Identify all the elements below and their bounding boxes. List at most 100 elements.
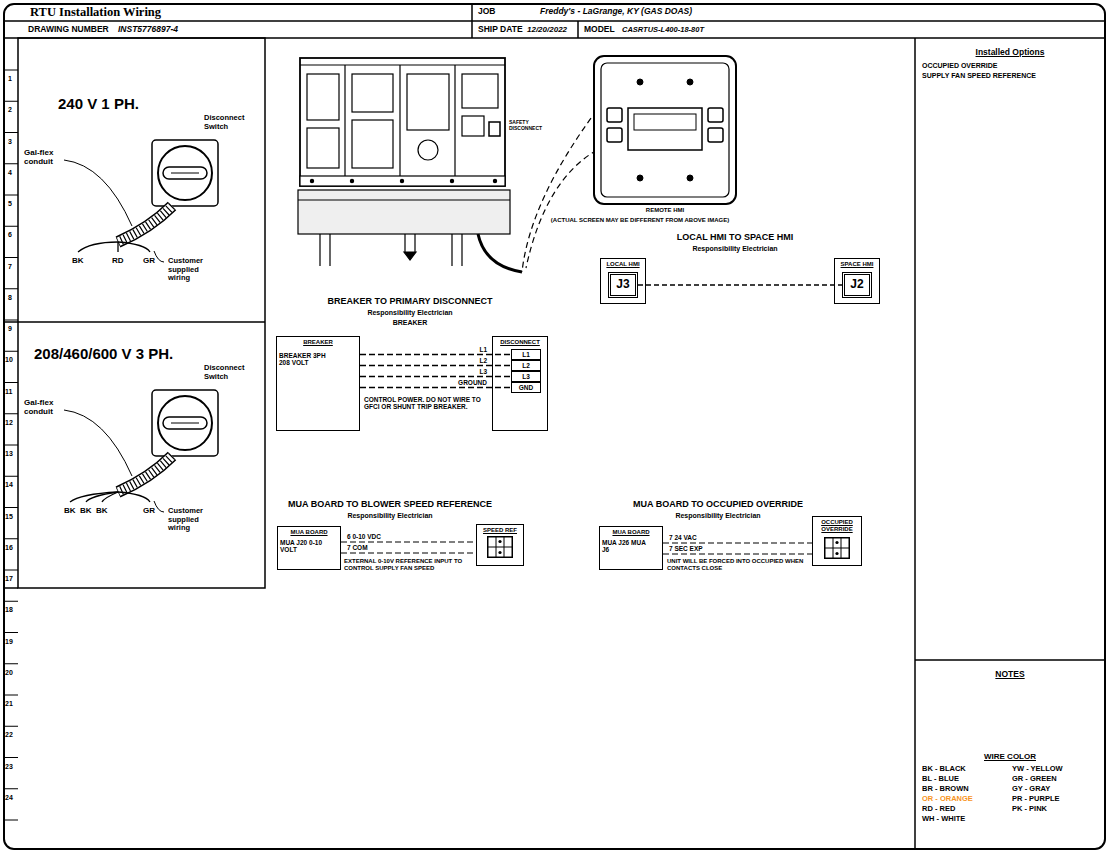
row-tick bbox=[4, 788, 18, 789]
row-tick bbox=[4, 288, 18, 289]
terminal-label: J3 bbox=[616, 278, 629, 292]
leader-line bbox=[526, 150, 597, 268]
terminal-label: L2 bbox=[522, 362, 530, 369]
rail-bolt bbox=[493, 179, 496, 182]
wire bbox=[70, 492, 118, 502]
signal-wire bbox=[341, 552, 476, 553]
grid-line bbox=[577, 21, 579, 38]
node-heading: SPACE HMI bbox=[837, 261, 877, 268]
row-ticks bbox=[4, 70, 18, 820]
switch-dial bbox=[158, 146, 212, 200]
control-board-box: MUA BOARDMUA J26 MUA J6 bbox=[599, 526, 663, 570]
power-conduit bbox=[478, 234, 522, 272]
terminal-frame bbox=[488, 537, 513, 558]
conduit-hatch bbox=[118, 206, 172, 242]
legend-color-key: WH - WHITE bbox=[922, 814, 965, 823]
row-tick bbox=[4, 257, 18, 258]
row-number: 17 bbox=[5, 575, 13, 583]
job-name: Freddy's - LaGrange, KY (GAS DOAS) bbox=[540, 7, 692, 17]
option-item: SUPPLY FAN SPEED REFERENCE bbox=[922, 72, 1036, 80]
terminal-block bbox=[487, 536, 513, 558]
wire-label: 7 24 VAC bbox=[668, 534, 698, 541]
legend-entry: YW - YELLOW bbox=[1012, 765, 1063, 774]
terminal-screw bbox=[498, 551, 501, 554]
row-number: 1 bbox=[8, 75, 12, 83]
row-tick bbox=[4, 101, 18, 102]
panel-heading: NOTES bbox=[995, 670, 1024, 680]
switch-dial bbox=[158, 396, 212, 450]
leader-line bbox=[64, 160, 132, 226]
wire-color-code: BK bbox=[80, 506, 92, 515]
terminal: L1 bbox=[511, 349, 541, 360]
row-tick bbox=[4, 695, 18, 696]
panel-heading: 240 V 1 PH. bbox=[58, 95, 139, 112]
disconnect-box: DISCONNECTL1L2L3GND bbox=[492, 336, 548, 431]
terminal-label: L3 bbox=[522, 373, 530, 380]
terminal-block-symbol bbox=[487, 536, 513, 558]
wire-label: L3 bbox=[478, 368, 488, 375]
conduit-hatch bbox=[118, 456, 172, 492]
grid-line bbox=[915, 659, 1105, 661]
row-number: 15 bbox=[5, 513, 13, 521]
legend-color-key: GR - GREEN bbox=[1012, 774, 1057, 783]
panel-frame bbox=[18, 38, 265, 588]
legend-text: BK - BLACK bbox=[922, 764, 966, 773]
node-text: MUA J20 0-10 VOLT bbox=[280, 539, 326, 554]
wire-label: 7 SEC EXP bbox=[668, 545, 704, 552]
switch-housing bbox=[152, 140, 218, 206]
switch-handle bbox=[163, 167, 207, 179]
duct-leg bbox=[452, 234, 462, 266]
power-wire bbox=[360, 365, 511, 366]
signal-wire bbox=[341, 541, 476, 542]
wire bbox=[102, 492, 118, 502]
row-number: 16 bbox=[5, 544, 13, 552]
hmi-bezel bbox=[601, 63, 729, 197]
legend-text: OR - ORANGE bbox=[922, 794, 973, 803]
switch-housing bbox=[152, 390, 218, 456]
responsibility-note: Responsibility Electrician bbox=[675, 512, 760, 520]
legend-text: WH - WHITE bbox=[922, 814, 965, 823]
row-number: 14 bbox=[5, 481, 13, 489]
node-heading: BREAKER bbox=[279, 339, 357, 346]
hmi-button bbox=[708, 108, 723, 122]
access-panel bbox=[307, 128, 339, 168]
hmi-port-box: LOCAL HMIJ3 bbox=[600, 258, 646, 304]
conduit-outline bbox=[118, 206, 172, 242]
disconnect-switch-3ph bbox=[64, 390, 218, 512]
note-text: UNIT WILL BE FORCED INTO OCCUPIED WHEN C… bbox=[667, 558, 807, 572]
legend-text: PR - PURPLE bbox=[1012, 794, 1060, 803]
terminal-divider bbox=[841, 537, 842, 559]
legend-entry: GY - GRAY bbox=[1012, 785, 1050, 794]
grid-line bbox=[4, 20, 1105, 22]
leader-line bbox=[154, 251, 164, 262]
row-number: 21 bbox=[5, 700, 13, 708]
row-number: 8 bbox=[8, 294, 12, 302]
terminal-block bbox=[824, 537, 850, 559]
wire-label: L2 bbox=[478, 357, 488, 364]
legend-color-key: BR - BROWN bbox=[922, 784, 969, 793]
mount-screw bbox=[637, 175, 643, 181]
terminal: L2 bbox=[511, 360, 541, 371]
terminal-divider bbox=[833, 537, 834, 559]
row-tick bbox=[4, 320, 18, 321]
section-title: BREAKER TO PRIMARY DISCONNECT bbox=[328, 296, 493, 306]
terminal-frame bbox=[825, 538, 850, 559]
field-name: SHIP DATE bbox=[478, 25, 523, 35]
wire-label: 6 0-10 VDC bbox=[346, 533, 382, 540]
drawing-number: INST5776897-4 bbox=[118, 25, 178, 35]
legend-color-key: OR - ORANGE bbox=[922, 794, 973, 803]
row-tick bbox=[4, 757, 18, 758]
conduit-fill bbox=[118, 456, 172, 492]
mount-screw bbox=[687, 79, 693, 85]
hmi-screen bbox=[634, 114, 696, 130]
wire-color-code: BK bbox=[64, 506, 76, 515]
wire bbox=[86, 492, 118, 502]
hmi-button bbox=[708, 128, 723, 142]
network-cable bbox=[638, 284, 842, 286]
section-title: MUA BOARD TO OCCUPIED OVERRIDE bbox=[633, 499, 803, 509]
responsibility-note: Responsibility Electrician bbox=[367, 309, 452, 317]
conduit-outline bbox=[118, 456, 172, 492]
wire-label: L1 bbox=[478, 346, 488, 353]
